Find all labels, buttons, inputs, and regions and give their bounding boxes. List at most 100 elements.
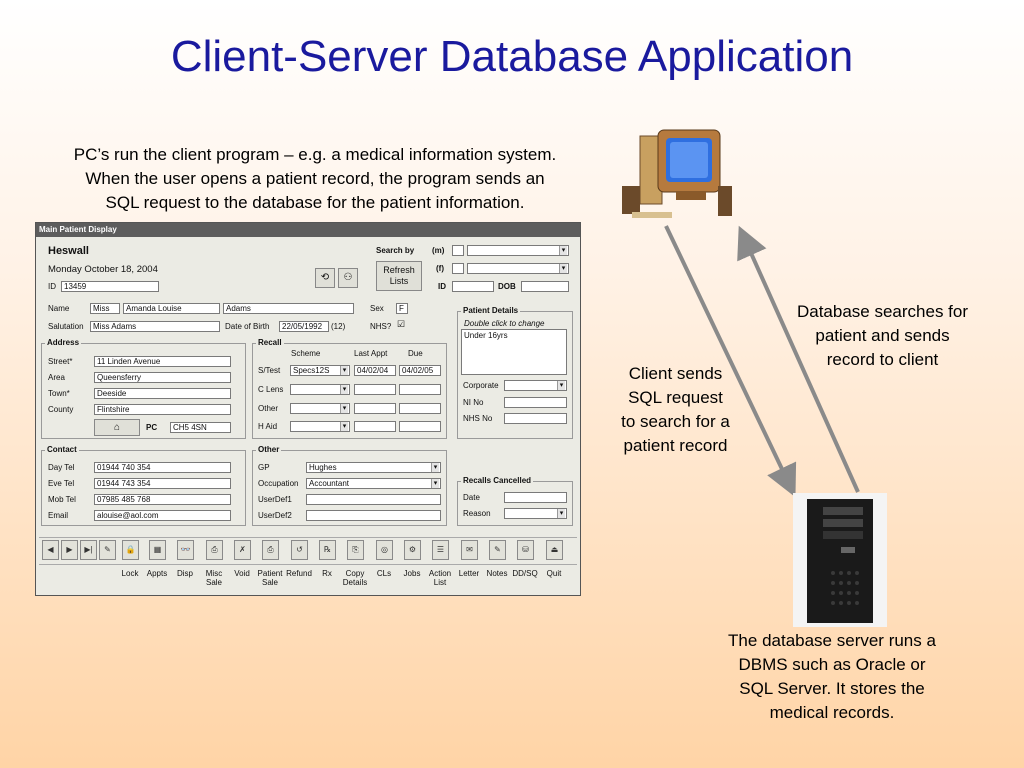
toolbar-label[interactable]: Refund — [286, 569, 312, 578]
gp-label: GP — [258, 463, 270, 472]
email-field[interactable]: alouise@aol.com — [94, 510, 231, 521]
toolbar-label[interactable]: Misc Sale — [205, 569, 223, 587]
recalls-cancelled-title: Recalls Cancelled — [461, 476, 534, 485]
toolbar-label[interactable]: Action List — [428, 569, 452, 587]
toolbar-label[interactable]: Disp — [176, 569, 193, 578]
toolbar-label[interactable]: Rx — [322, 569, 332, 578]
nhsno-label: NHS No — [463, 414, 493, 423]
intro-line: SQL request to the database for the pati… — [105, 193, 525, 212]
other-title: Other — [256, 445, 282, 454]
search-m-check[interactable] — [452, 245, 464, 256]
letter-icon[interactable]: ✉ — [461, 540, 478, 560]
copy-details-icon[interactable]: ⎘ — [347, 540, 364, 560]
cancel-reason-dropdown[interactable] — [504, 508, 567, 519]
evetel-field[interactable]: 01944 743 354 — [94, 478, 231, 489]
appointments-icon[interactable]: ▦ — [149, 540, 166, 560]
other-scheme[interactable] — [290, 403, 350, 414]
toolbar-label[interactable]: Jobs — [403, 569, 421, 578]
dispense-icon[interactable]: 👓 — [177, 540, 194, 560]
action-list-icon[interactable]: ☰ — [432, 540, 449, 560]
userdef1-field[interactable] — [306, 494, 441, 505]
title-field[interactable]: Miss — [90, 303, 120, 314]
corporate-dropdown[interactable] — [504, 380, 567, 391]
toolbar-label[interactable]: Notes — [486, 569, 508, 578]
occupation-dropdown[interactable]: Accountant — [306, 478, 441, 489]
street-field[interactable]: 11 Linden Avenue — [94, 356, 231, 367]
nino-field[interactable] — [504, 397, 567, 408]
quit-icon[interactable]: ⏏ — [546, 540, 563, 560]
county-field[interactable]: Flintshire — [94, 404, 231, 415]
search-f-check[interactable] — [452, 263, 464, 274]
nhs-checkbox[interactable]: ☑ — [397, 319, 406, 329]
toolbar-label[interactable]: Letter — [458, 569, 480, 578]
clens-due[interactable] — [399, 384, 441, 395]
haid-last-appt[interactable] — [354, 421, 396, 432]
void-icon[interactable]: ✗ — [234, 540, 251, 560]
street-label: Street* — [48, 357, 73, 366]
refund-icon[interactable]: ↺ — [291, 540, 308, 560]
first-record-icon[interactable]: ◀ — [42, 540, 59, 560]
recall-group — [252, 343, 447, 439]
toolbar-label[interactable]: DD/SQ — [512, 569, 538, 578]
haid-scheme[interactable] — [290, 421, 350, 432]
area-field[interactable]: Queensferry — [94, 372, 231, 383]
clens-scheme[interactable] — [290, 384, 350, 395]
previous-record-icon[interactable]: ▶ — [61, 540, 78, 560]
search-m-label: (m) — [432, 246, 445, 255]
jobs-icon[interactable]: ⚙ — [404, 540, 421, 560]
mobtel-field[interactable]: 07985 485 768 — [94, 494, 231, 505]
salutation-label: Salutation — [48, 322, 84, 331]
dd-sq-icon[interactable]: ⛁ — [517, 540, 534, 560]
address-lookup-icon[interactable]: ⌂ — [94, 419, 140, 436]
edit-icon[interactable]: ✎ — [99, 540, 116, 560]
prescription-icon[interactable]: ℞ — [319, 540, 336, 560]
search-id-field[interactable] — [452, 281, 494, 292]
toolbar-label[interactable]: Patient Sale — [257, 569, 283, 587]
clens-last-appt[interactable] — [354, 384, 396, 395]
stest-scheme[interactable]: Specs12S — [290, 365, 350, 376]
cancel-date-field[interactable] — [504, 492, 567, 503]
toolbar-label[interactable]: Quit — [546, 569, 562, 578]
find-group-icon[interactable]: ⚇ — [338, 268, 358, 288]
last-record-icon[interactable]: ▶| — [80, 540, 97, 560]
search-f-dropdown[interactable] — [467, 263, 569, 274]
toolbar-label[interactable]: Void — [234, 569, 250, 578]
name-label: Name — [48, 304, 70, 313]
other-due[interactable] — [399, 403, 441, 414]
toolbar-label[interactable]: CLs — [376, 569, 392, 578]
search-m-dropdown[interactable] — [467, 245, 569, 256]
daytel-field[interactable]: 01944 740 354 — [94, 462, 231, 473]
other-last-appt[interactable] — [354, 403, 396, 414]
stest-last-appt[interactable]: 04/02/04 — [354, 365, 396, 376]
postcode-field[interactable]: CH5 4SN — [170, 422, 231, 433]
patient-display-window: Main Patient Display Heswall Monday Octo… — [35, 222, 581, 596]
sex-field[interactable]: F — [396, 303, 408, 314]
town-field[interactable]: Deeside — [94, 388, 231, 399]
stest-due[interactable]: 04/02/05 — [399, 365, 441, 376]
patient-notes-box[interactable]: Under 16yrs — [461, 329, 567, 375]
find-patient-icon[interactable]: ⟲ — [315, 268, 335, 288]
gp-dropdown[interactable]: Hughes — [306, 462, 441, 473]
search-dob-field[interactable] — [521, 281, 569, 292]
dob-field[interactable]: 22/05/1992 — [279, 321, 329, 332]
clens-label: C Lens — [258, 385, 284, 394]
id-field[interactable]: 13459 — [61, 281, 159, 292]
county-label: County — [48, 405, 74, 414]
salutation-field[interactable]: Miss Adams — [90, 321, 220, 332]
caption-line: Database searches for — [796, 302, 969, 321]
misc-sale-icon[interactable]: ⎙ — [206, 540, 223, 560]
haid-due[interactable] — [399, 421, 441, 432]
recall-title: Recall — [256, 338, 284, 347]
userdef2-field[interactable] — [306, 510, 441, 521]
patient-sale-icon[interactable]: ⎙ — [262, 540, 279, 560]
toolbar-label[interactable]: Lock — [121, 569, 139, 578]
surname-field[interactable]: Adams — [223, 303, 354, 314]
toolbar-label[interactable]: Appts — [146, 569, 168, 578]
refresh-lists-button[interactable]: Refresh Lists — [376, 261, 422, 291]
first-name-field[interactable]: Amanda Louise — [123, 303, 220, 314]
toolbar-label[interactable]: Copy Details — [342, 569, 368, 587]
lock-icon[interactable]: 🔒 — [122, 540, 139, 560]
nhsno-field[interactable] — [504, 413, 567, 424]
notes-icon[interactable]: ✎ — [489, 540, 506, 560]
contact-lens-icon[interactable]: ◎ — [376, 540, 393, 560]
